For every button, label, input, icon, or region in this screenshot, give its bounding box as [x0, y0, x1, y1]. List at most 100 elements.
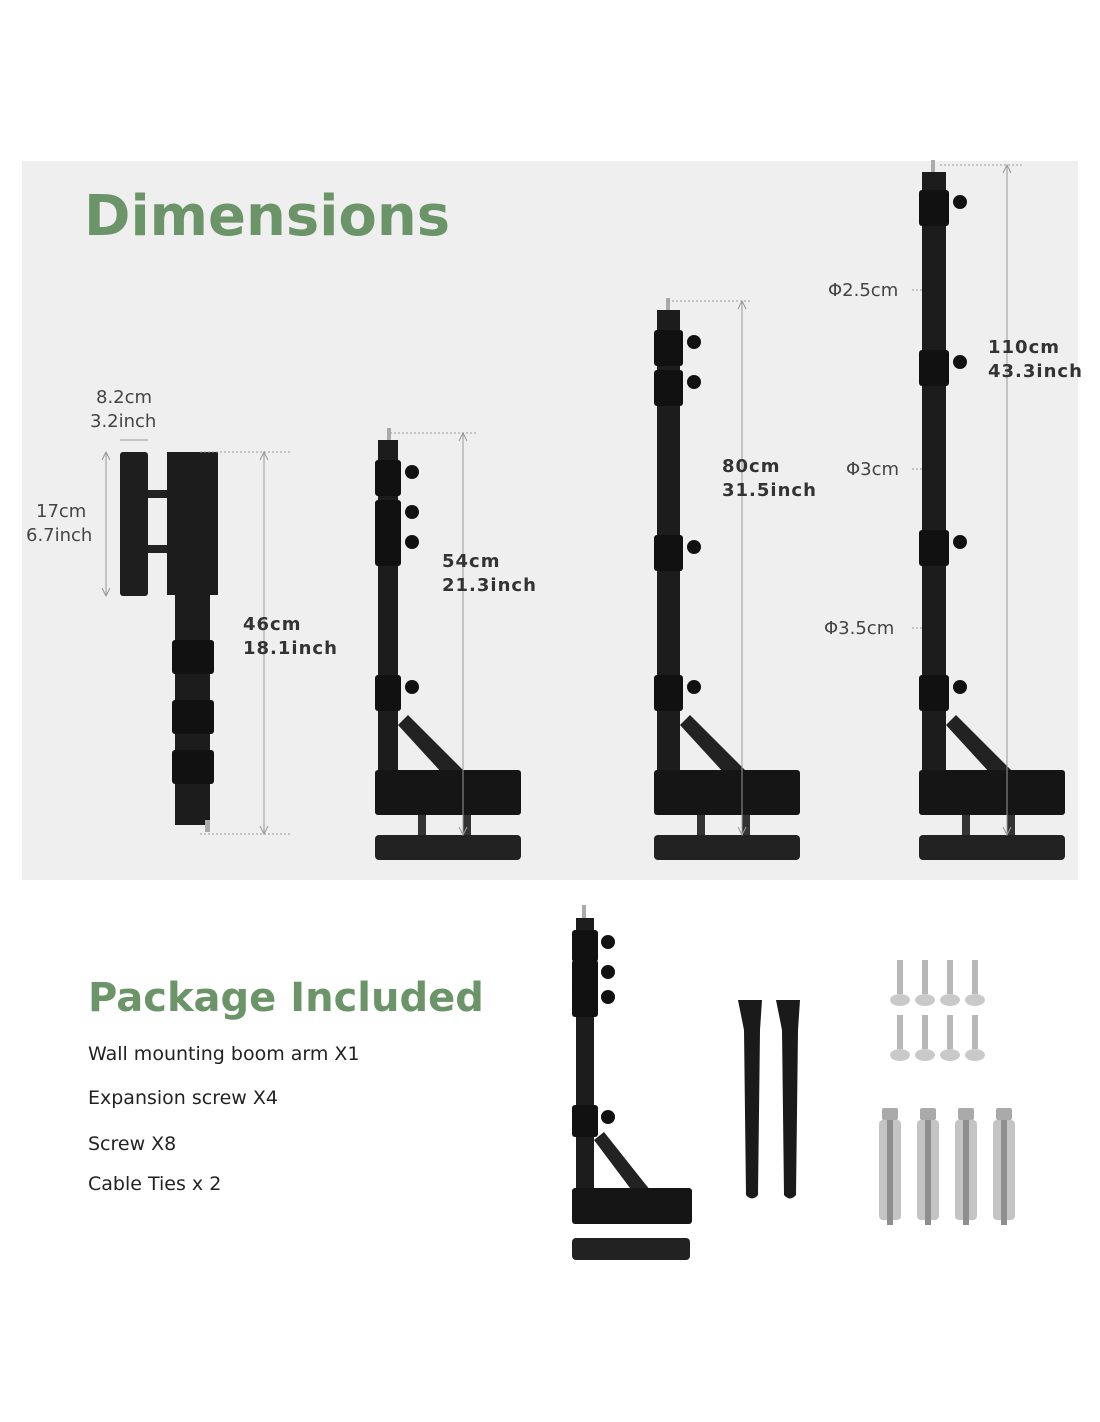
folded-spigot [205, 820, 210, 832]
stand-54-base-box [375, 770, 521, 815]
stand-110-bolt [1007, 815, 1015, 837]
package-item: Cable Ties x 2 [88, 1173, 222, 1195]
screw [922, 1015, 928, 1049]
anchor-nut [920, 1108, 936, 1120]
screw-head [940, 1049, 960, 1061]
wall-plate [120, 452, 148, 596]
screw [972, 960, 978, 994]
stand-110-spigot [931, 160, 935, 174]
dimensions-title: Dimensions [84, 184, 451, 249]
screw-head [915, 994, 935, 1006]
anchor-nut [996, 1108, 1012, 1120]
stand-54-bolt [463, 815, 471, 837]
pkg-brace [594, 1132, 650, 1196]
knob-icon [179, 757, 193, 771]
pkg-clamp [572, 1105, 598, 1137]
pkg-clamp [572, 960, 598, 992]
knob-icon [687, 335, 701, 349]
dim-110-arrows [1002, 163, 1012, 837]
stand-110-foot-plate [919, 835, 1065, 860]
stand-110-base-box [919, 770, 1065, 815]
screw-head [915, 1049, 935, 1061]
stand-80-clamp [654, 675, 683, 711]
length-54-cm: 54cm [442, 551, 501, 572]
diameter-bottom: Φ3.5cm [824, 618, 895, 639]
anchor-nut [882, 1108, 898, 1120]
stand-110-clamp [919, 675, 949, 711]
screw-head [940, 994, 960, 1006]
anchor-bolt [925, 1120, 931, 1225]
stand-80-clamp [654, 535, 683, 571]
stand-110-clamp [919, 350, 949, 386]
length-80-cm: 80cm [722, 456, 781, 477]
stand-110-clamp [919, 530, 949, 566]
stand-80-bolt [742, 815, 750, 837]
screw [897, 1015, 903, 1049]
stand-54-clamp [375, 460, 401, 496]
plate-width-inch: 3.2inch [90, 411, 157, 432]
stand-80-foot-plate [654, 835, 800, 860]
knob-icon [405, 505, 419, 519]
stand-54-foot-plate [375, 835, 521, 860]
plate-width-cm: 8.2cm [96, 387, 153, 408]
cable-tie [776, 1000, 800, 1199]
knob-icon [953, 195, 967, 209]
knob-icon [687, 540, 701, 554]
folded-housing [167, 452, 218, 595]
knob-icon [953, 680, 967, 694]
length-80-inch: 31.5inch [722, 480, 817, 501]
length-110-cm: 110cm [988, 337, 1060, 358]
knob-icon [953, 355, 967, 369]
anchor-nut [958, 1108, 974, 1120]
package-item: Expansion screw X4 [88, 1087, 278, 1109]
package-item: Screw X8 [88, 1133, 177, 1155]
anchor-bolt [1001, 1120, 1007, 1225]
pkg-clamp [572, 930, 598, 962]
length-110-inch: 43.3inch [988, 361, 1083, 382]
anchor-bolt [963, 1120, 969, 1225]
stand-54-clamp [375, 530, 401, 566]
knob-icon [405, 465, 419, 479]
knob-icon [601, 935, 615, 949]
screw-head [890, 994, 910, 1006]
diameter-top: Φ2.5cm [828, 280, 899, 301]
knob-icon [179, 647, 193, 661]
screw-head [890, 1049, 910, 1061]
stand-54-clamp [375, 500, 401, 536]
plate-bracket [148, 490, 168, 498]
knob-icon [687, 680, 701, 694]
knob-icon [179, 707, 193, 721]
diameter-middle: Φ3cm [846, 459, 900, 480]
stand-80-spigot [666, 298, 670, 312]
stand-54-brace [398, 715, 468, 785]
stand-80-base-box [654, 770, 800, 815]
stand-110-brace [946, 715, 1016, 785]
folded-clamp [172, 700, 214, 734]
cable-tie [738, 1000, 762, 1199]
stand-80-bolt [697, 815, 705, 837]
knob-icon [601, 1110, 615, 1124]
knob-icon [601, 990, 615, 1004]
stand-54-clamp [375, 675, 401, 711]
screw [922, 960, 928, 994]
screw-head [965, 994, 985, 1006]
folded-length-inch: 18.1inch [243, 638, 338, 659]
plate-height-cm: 17cm [36, 501, 87, 522]
screw [947, 1015, 953, 1049]
length-54-inch: 21.3inch [442, 575, 537, 596]
package-item: Wall mounting boom arm X1 [88, 1043, 360, 1065]
pkg-base-box [572, 1188, 692, 1224]
plate-bracket [148, 545, 168, 553]
stand-80-clamp [654, 330, 683, 366]
pkg-clamp [572, 985, 598, 1017]
stand-110-bolt [962, 815, 970, 837]
folded-clamp [172, 640, 214, 674]
plate-height-inch: 6.7inch [26, 525, 93, 546]
anchor-bolt [887, 1120, 893, 1225]
package-title: Package Included [88, 975, 484, 1021]
stand-80-clamp [654, 370, 683, 406]
pkg-foot-plate [572, 1238, 690, 1260]
dim-plate-height-arrows [101, 450, 111, 598]
folded-length-cm: 46cm [243, 614, 302, 635]
